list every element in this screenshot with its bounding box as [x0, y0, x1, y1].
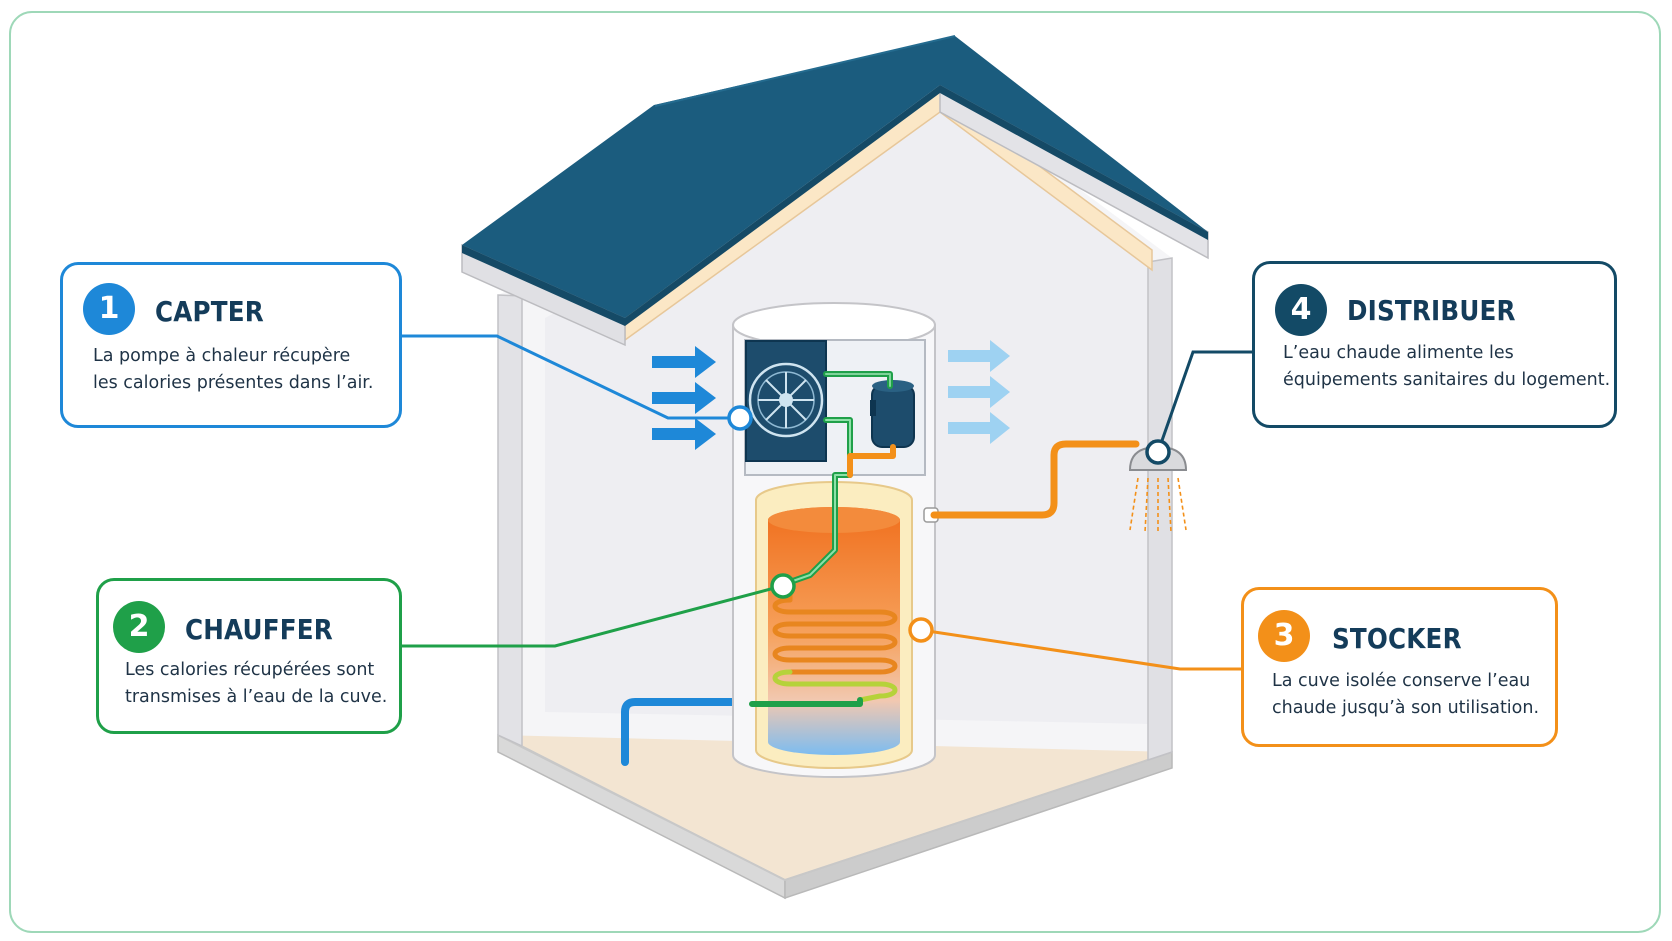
step-description-line: transmises à l’eau de la cuve. [125, 687, 388, 707]
callout-connectors [402, 334, 1254, 671]
step-number-badge: 3 [1258, 610, 1310, 662]
house-roof [461, 35, 1209, 347]
step-description: La pompe à chaleur récupère les calories… [93, 343, 373, 397]
step-card-capter: 1 CAPTER La pompe à chaleur récupère les… [60, 262, 402, 428]
cold-water-pipe [621, 698, 752, 766]
step-number-badge: 4 [1275, 284, 1327, 336]
connector-chauffer [402, 584, 783, 648]
step-description-line: chaude jusqu’à son utilisation. [1272, 698, 1540, 718]
step-description: La cuve isolée conserve l’eau chaude jus… [1272, 668, 1539, 722]
connector-dots [727, 405, 1171, 643]
step-description-line: L’eau chaude alimente les [1283, 343, 1514, 363]
connector-capter [402, 334, 735, 420]
step-description-line: La cuve isolée conserve l’eau [1272, 671, 1531, 691]
step-number-badge: 2 [113, 601, 165, 653]
air-flow-arrows-icon [652, 340, 1010, 450]
refrigerant-circuit [749, 371, 898, 707]
step-title: STOCKER [1332, 622, 1462, 655]
step-number-badge: 1 [83, 283, 135, 335]
connector-stocker [920, 628, 1245, 671]
step-card-stocker: 3 STOCKER La cuve isolée conserve l’eau … [1241, 587, 1558, 747]
step-title: DISTRIBUER [1347, 294, 1516, 327]
step-description: Les calories récupérées sont transmises … [125, 657, 387, 711]
step-card-chauffer: 2 CHAUFFER Les calories récupérées sont … [96, 578, 402, 734]
compressor-icon [870, 380, 915, 448]
step-description-line: La pompe à chaleur récupère [93, 346, 351, 366]
step-description-line: équipements sanitaires du logement. [1283, 370, 1611, 390]
connector-distribuer [1156, 350, 1254, 453]
step-description-line: les calories présentes dans l’air. [93, 373, 374, 393]
hot-water-pipe [930, 440, 1140, 519]
step-description-line: Les calories récupérées sont [125, 660, 375, 680]
outer-frame [9, 11, 1661, 933]
step-title: CHAUFFER [185, 613, 333, 646]
step-description: L’eau chaude alimente les équipements sa… [1283, 340, 1610, 394]
step-card-distribuer: 4 DISTRIBUER L’eau chaude alimente les é… [1252, 261, 1617, 428]
fan-icon [745, 340, 827, 462]
step-title: CAPTER [155, 295, 264, 328]
